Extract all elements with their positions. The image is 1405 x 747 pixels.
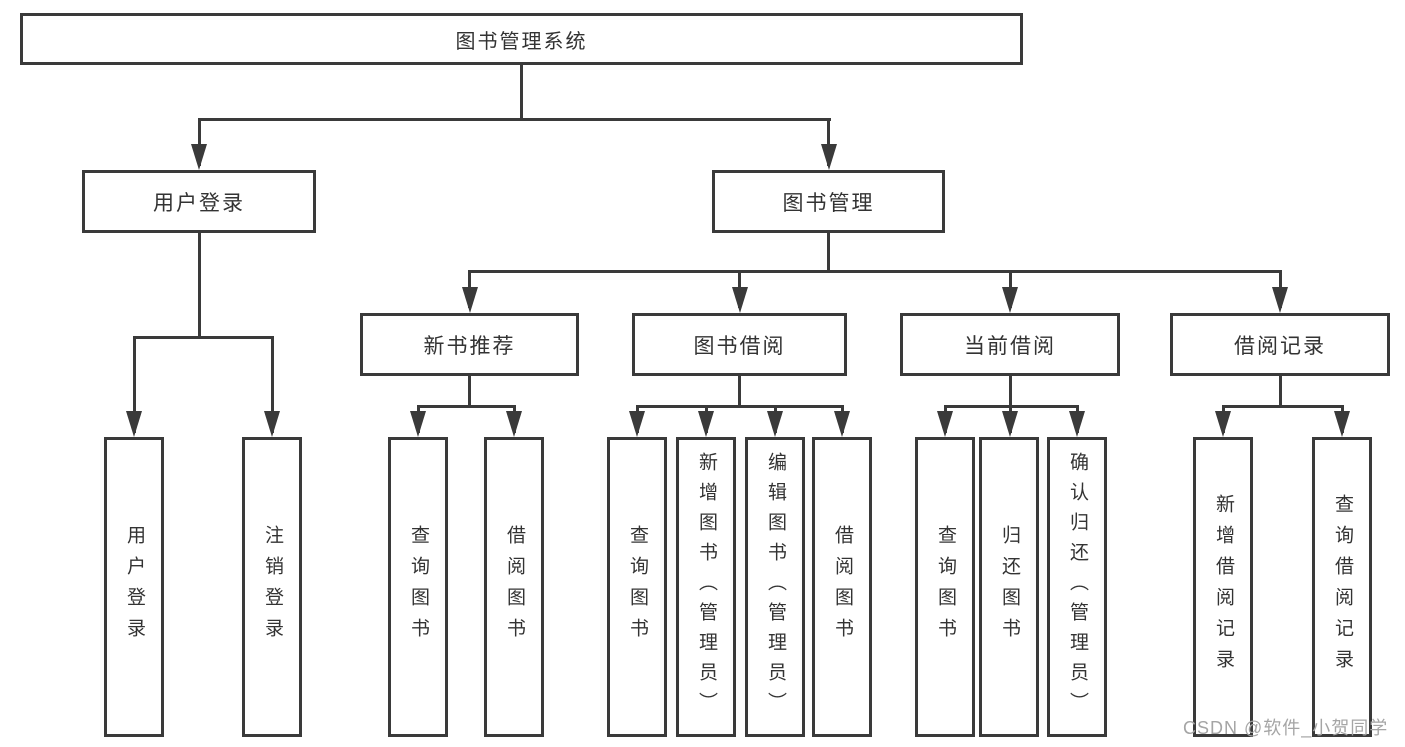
arrow-down-icon: [1272, 287, 1288, 313]
node-current-borrow: 当前借阅: [900, 313, 1120, 376]
connector-line: [468, 376, 471, 408]
arrow-down-icon: [191, 144, 207, 170]
leaf-cb-query-book: 查询图书: [915, 437, 975, 737]
connector-line: [270, 336, 274, 433]
arrow-down-icon: [1334, 411, 1350, 437]
arrow-down-icon: [937, 411, 953, 437]
leaf-bb-query-book: 查询图书: [607, 437, 667, 737]
arrow-down-icon: [461, 287, 478, 313]
arrow-down-icon: [698, 411, 714, 437]
connector-line: [827, 233, 830, 273]
arrow-down-icon: [126, 411, 142, 437]
leaf-user-login: 用户登录: [104, 437, 164, 737]
leaf-rec-query-book: 查询图书: [388, 437, 448, 737]
connector-line: [197, 233, 201, 339]
connector-line: [1221, 405, 1344, 408]
connector-line: [416, 405, 516, 408]
arrow-down-icon: [834, 411, 850, 437]
connector-line: [738, 376, 741, 408]
arrow-down-icon: [506, 411, 522, 437]
leaf-br-add-record: 新增借阅记录: [1193, 437, 1253, 737]
arrow-down-icon: [820, 144, 837, 170]
node-book-borrow: 图书借阅: [632, 313, 847, 376]
connector-line: [520, 65, 523, 121]
connector-line: [197, 118, 201, 166]
connector-line: [468, 270, 1281, 273]
leaf-bb-borrow-book: 借阅图书: [812, 437, 872, 737]
node-user-login: 用户登录: [82, 170, 316, 233]
node-new-book-recommend: 新书推荐: [360, 313, 579, 376]
arrow-down-icon: [264, 411, 280, 437]
arrow-down-icon: [767, 411, 783, 437]
watermark: CSDN @软件_小贺同学: [1183, 718, 1389, 738]
node-root: 图书管理系统: [20, 13, 1023, 65]
node-borrow-records: 借阅记录: [1170, 313, 1390, 376]
leaf-rec-borrow-book: 借阅图书: [484, 437, 544, 737]
leaf-logout: 注销登录: [242, 437, 302, 737]
node-book-management: 图书管理: [712, 170, 945, 233]
arrow-down-icon: [629, 411, 645, 437]
arrow-down-icon: [1215, 411, 1231, 437]
arrow-down-icon: [731, 287, 748, 313]
arrow-down-icon: [1002, 411, 1018, 437]
leaf-cb-return-book: 归还图书: [979, 437, 1039, 737]
connector-line: [132, 336, 136, 433]
arrow-down-icon: [1002, 287, 1018, 313]
connector-line: [132, 336, 274, 339]
arrow-down-icon: [1069, 411, 1085, 437]
leaf-br-query-record: 查询借阅记录: [1312, 437, 1372, 737]
connector-line: [635, 405, 844, 408]
leaf-bb-edit-book: 编辑图书（管理员）: [745, 437, 805, 737]
leaf-cb-confirm-return: 确认归还（管理员）: [1047, 437, 1107, 737]
connector-line: [827, 118, 830, 166]
leaf-bb-add-book: 新增图书（管理员）: [676, 437, 736, 737]
connector-line: [197, 118, 831, 121]
arrow-down-icon: [410, 411, 426, 437]
connector-line: [1278, 376, 1282, 408]
connector-line: [1008, 376, 1012, 408]
